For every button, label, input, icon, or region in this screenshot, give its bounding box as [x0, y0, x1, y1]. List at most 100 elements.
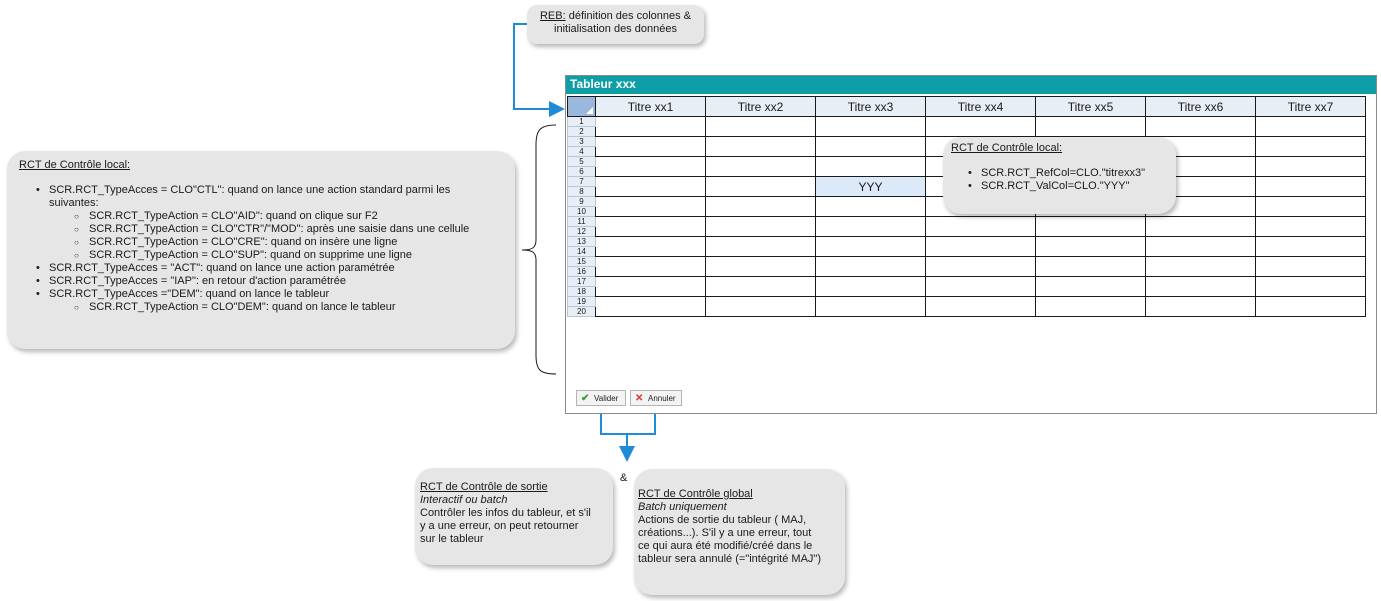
row-number[interactable]: 16 — [567, 266, 596, 277]
grid-cell[interactable] — [1255, 276, 1366, 297]
reb-label: REB: — [539, 10, 566, 22]
row-number[interactable]: 14 — [567, 246, 596, 257]
row-number[interactable]: 7 — [567, 176, 596, 187]
grid-cell[interactable] — [705, 236, 816, 257]
grid-cell[interactable] — [705, 276, 816, 297]
column-header[interactable]: Titre xx2 — [705, 96, 816, 117]
grid-cell[interactable] — [815, 296, 926, 317]
grid-cell[interactable] — [705, 156, 816, 177]
grid-cell[interactable] — [925, 216, 1036, 237]
row-number[interactable]: 19 — [567, 296, 596, 307]
exit-arrow — [600, 406, 656, 460]
row-number[interactable]: 18 — [567, 286, 596, 297]
grid-cell[interactable] — [595, 116, 706, 137]
grid-cell[interactable] — [1145, 276, 1256, 297]
window-title: Tableur xxx — [566, 76, 1376, 94]
grid-cell[interactable] — [815, 116, 926, 137]
grid-cell[interactable] — [1035, 236, 1146, 257]
grid-cell[interactable] — [1035, 216, 1146, 237]
exit-note-title: RCT de Contrôle de sortie — [420, 481, 548, 493]
grid-cell[interactable] — [925, 256, 1036, 277]
row-number[interactable]: 4 — [567, 146, 596, 157]
grid-cell[interactable] — [705, 256, 816, 277]
grid-cell[interactable] — [925, 276, 1036, 297]
grid-cell[interactable] — [595, 156, 706, 177]
grid-cell[interactable] — [1145, 216, 1256, 237]
row-number[interactable]: 2 — [567, 126, 596, 137]
column-header[interactable]: Titre xx5 — [1035, 96, 1146, 117]
grid-cell[interactable] — [1255, 156, 1366, 177]
grid-cell[interactable] — [1145, 236, 1256, 257]
row-number[interactable]: 15 — [567, 256, 596, 267]
row-number[interactable]: 17 — [567, 276, 596, 287]
row-number[interactable]: 11 — [567, 216, 596, 227]
row-number[interactable]: 8 — [567, 186, 596, 197]
row-number[interactable]: 9 — [567, 196, 596, 207]
row-number[interactable]: 10 — [567, 206, 596, 217]
grid-cell[interactable] — [815, 136, 926, 157]
grid-cell[interactable] — [1145, 116, 1256, 137]
grid-cell[interactable] — [595, 256, 706, 277]
grid-cell[interactable] — [815, 236, 926, 257]
grid-cell[interactable] — [815, 276, 926, 297]
local-note-left-item: SCR.RCT_TypeAction = CLO"AID": quand on … — [19, 210, 515, 223]
grid-cell[interactable]: YYY — [815, 176, 926, 197]
grid-cell[interactable] — [705, 196, 816, 217]
reb-note: REB: définition des colonnes & initialis… — [527, 5, 704, 44]
row-number[interactable]: 13 — [567, 236, 596, 247]
validate-button[interactable]: ✔ Valider — [576, 390, 626, 406]
row-number[interactable]: 12 — [567, 226, 596, 237]
grid-cell[interactable] — [595, 216, 706, 237]
grid-cell[interactable] — [705, 176, 816, 197]
grid-cell[interactable] — [815, 216, 926, 237]
grid-cell[interactable] — [1255, 236, 1366, 257]
grid-cell[interactable] — [1255, 136, 1366, 157]
grid-cell[interactable] — [1035, 256, 1146, 277]
grid-cell[interactable] — [925, 296, 1036, 317]
grid-cell[interactable] — [595, 136, 706, 157]
grid-cell[interactable] — [1035, 116, 1146, 137]
global-note-title: RCT de Contrôle global — [638, 488, 753, 500]
grid-cell[interactable] — [1035, 276, 1146, 297]
global-note-body-line: créations...). S'il y a une erreur, tout — [638, 527, 812, 539]
grid-cell[interactable] — [1255, 216, 1366, 237]
grid-cell[interactable] — [1145, 296, 1256, 317]
grid-cell[interactable] — [705, 136, 816, 157]
grid-cell[interactable] — [595, 196, 706, 217]
grid-cell[interactable] — [1035, 296, 1146, 317]
grid-cell[interactable] — [595, 276, 706, 297]
grid-cell[interactable] — [815, 256, 926, 277]
grid-corner[interactable] — [567, 96, 596, 117]
cancel-button[interactable]: ✕ Annuler — [630, 390, 682, 406]
grid-cell[interactable] — [595, 296, 706, 317]
grid-cell[interactable] — [925, 236, 1036, 257]
exit-note-body-line: sur le tableur — [420, 533, 484, 545]
grid-cell[interactable] — [1255, 196, 1366, 217]
grid-cell[interactable] — [705, 296, 816, 317]
row-number[interactable]: 6 — [567, 166, 596, 177]
local-note-right-item: SCR.RCT_ValCol=CLO."YYY" — [951, 180, 1176, 193]
grid-cell[interactable] — [595, 176, 706, 197]
grid-cell[interactable] — [595, 236, 706, 257]
grid-cell[interactable] — [1255, 256, 1366, 277]
grid-cell[interactable] — [1255, 296, 1366, 317]
row-number[interactable]: 3 — [567, 136, 596, 147]
column-header[interactable]: Titre xx6 — [1145, 96, 1256, 117]
column-header[interactable]: Titre xx3 — [815, 96, 926, 117]
grid-cell[interactable] — [815, 156, 926, 177]
row-number[interactable]: 1 — [567, 116, 596, 127]
reb-line1: définition des colonnes & — [565, 10, 692, 22]
grid-cell[interactable] — [925, 116, 1036, 137]
column-header[interactable]: Titre xx7 — [1255, 96, 1366, 117]
grid-cell[interactable] — [705, 216, 816, 237]
column-header[interactable]: Titre xx4 — [925, 96, 1036, 117]
column-header[interactable]: Titre xx1 — [595, 96, 706, 117]
grid-cell[interactable] — [1145, 256, 1256, 277]
grid-cell[interactable] — [815, 196, 926, 217]
row-number[interactable]: 5 — [567, 156, 596, 167]
row-number[interactable]: 20 — [567, 306, 596, 317]
grid-cell[interactable] — [1255, 116, 1366, 137]
grid-cell[interactable] — [1255, 176, 1366, 197]
grid-cell[interactable] — [705, 116, 816, 137]
close-icon: ✕ — [635, 393, 644, 404]
